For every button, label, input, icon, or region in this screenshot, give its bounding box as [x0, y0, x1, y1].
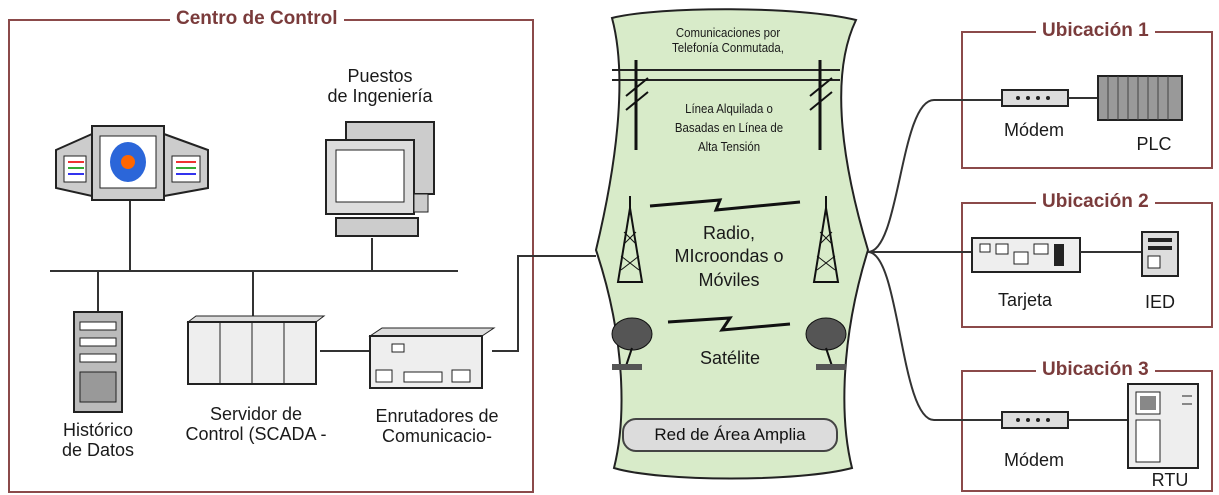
leased-line-label: Línea Alquilada o Basadas en Línea de Al… — [654, 100, 804, 157]
site-1-plc-icon — [1097, 75, 1183, 121]
site-2-card-icon — [971, 237, 1081, 273]
router-cloud-link — [492, 255, 596, 352]
engineering-workstation-icon — [325, 121, 435, 237]
cloud-site-links — [867, 99, 1002, 421]
satellite-label: Satélite — [699, 348, 761, 368]
historian-server-icon — [73, 311, 123, 413]
radio-tower-right-icon — [812, 196, 840, 283]
phone-label: Comunicaciones por Telefonía Conmutada, — [651, 25, 806, 55]
radio-label-line-1: Radio, — [702, 223, 756, 243]
router-icon — [368, 327, 496, 389]
satellite-link-bolt — [667, 316, 791, 332]
site-3-device-b-label: RTU — [1151, 470, 1189, 490]
site-3-rtu-icon — [1127, 383, 1199, 469]
satellite-dish-left-icon — [611, 317, 653, 370]
site-1-title: Ubicación 1 — [1036, 20, 1155, 42]
telephone-line-icon — [612, 60, 840, 150]
leased-label-line-3: Alta Tensión — [697, 138, 761, 154]
site-2-device-b-label: IED — [1144, 292, 1175, 312]
radio-label: Radio, MIcroondas o Móviles — [654, 222, 804, 292]
site-3-title: Ubicación 3 — [1036, 359, 1155, 381]
satellite-dish-right-icon — [805, 317, 847, 370]
radio-label-line-3: Móviles — [698, 269, 760, 290]
server-label: Servidor de Control (SCADA - — [176, 404, 336, 444]
historian-label-line-1: Histórico — [62, 420, 133, 440]
site-3-device-a-label: Módem — [1003, 450, 1065, 470]
phone-label-line-2: Telefonía Conmutada, — [672, 39, 784, 55]
router-label: Enrutadores de Comunicacio- — [352, 406, 522, 446]
leased-label-line-1: Línea Alquilada o — [685, 101, 773, 116]
server-label-line-1: Servidor de — [209, 404, 303, 424]
server-label-line-2: Control (SCADA - — [185, 424, 327, 445]
leased-label-line-2: Basadas en Línea de — [674, 119, 784, 135]
site-1-device-a-label: Módem — [1003, 120, 1065, 140]
control-server-icon — [186, 315, 326, 385]
radio-label-line-2: MIcroondas o — [674, 246, 784, 267]
operator-console-icon — [55, 125, 209, 201]
engineering-label-line-1: Puestos — [347, 66, 413, 86]
historian-label: Histórico de Datos — [38, 420, 158, 460]
site-1-device-b-label: PLC — [1136, 134, 1172, 154]
site-2-ied-icon — [1141, 231, 1179, 277]
engineering-label: Puestos de Ingeniería — [318, 66, 442, 106]
wan-label: Red de Área Amplia — [622, 418, 838, 452]
engineering-label-line-2: de Ingeniería — [327, 86, 433, 107]
network-cloud — [594, 8, 870, 480]
phone-label-line-1: Comunicaciones por — [675, 25, 781, 40]
control-center-title: Centro de Control — [170, 8, 344, 30]
site-1-modem-icon — [1001, 89, 1069, 107]
historian-label-line-2: de Datos — [61, 440, 135, 461]
router-label-line-2: Comunicacio- — [381, 426, 493, 447]
site-2-title: Ubicación 2 — [1036, 191, 1155, 213]
radio-tower-left-icon — [616, 196, 644, 283]
router-label-line-1: Enrutadores de — [375, 406, 499, 426]
radio-link-bolt — [649, 198, 801, 212]
site-3-modem-icon — [1001, 411, 1069, 429]
site-2-device-a-label: Tarjeta — [997, 290, 1053, 310]
